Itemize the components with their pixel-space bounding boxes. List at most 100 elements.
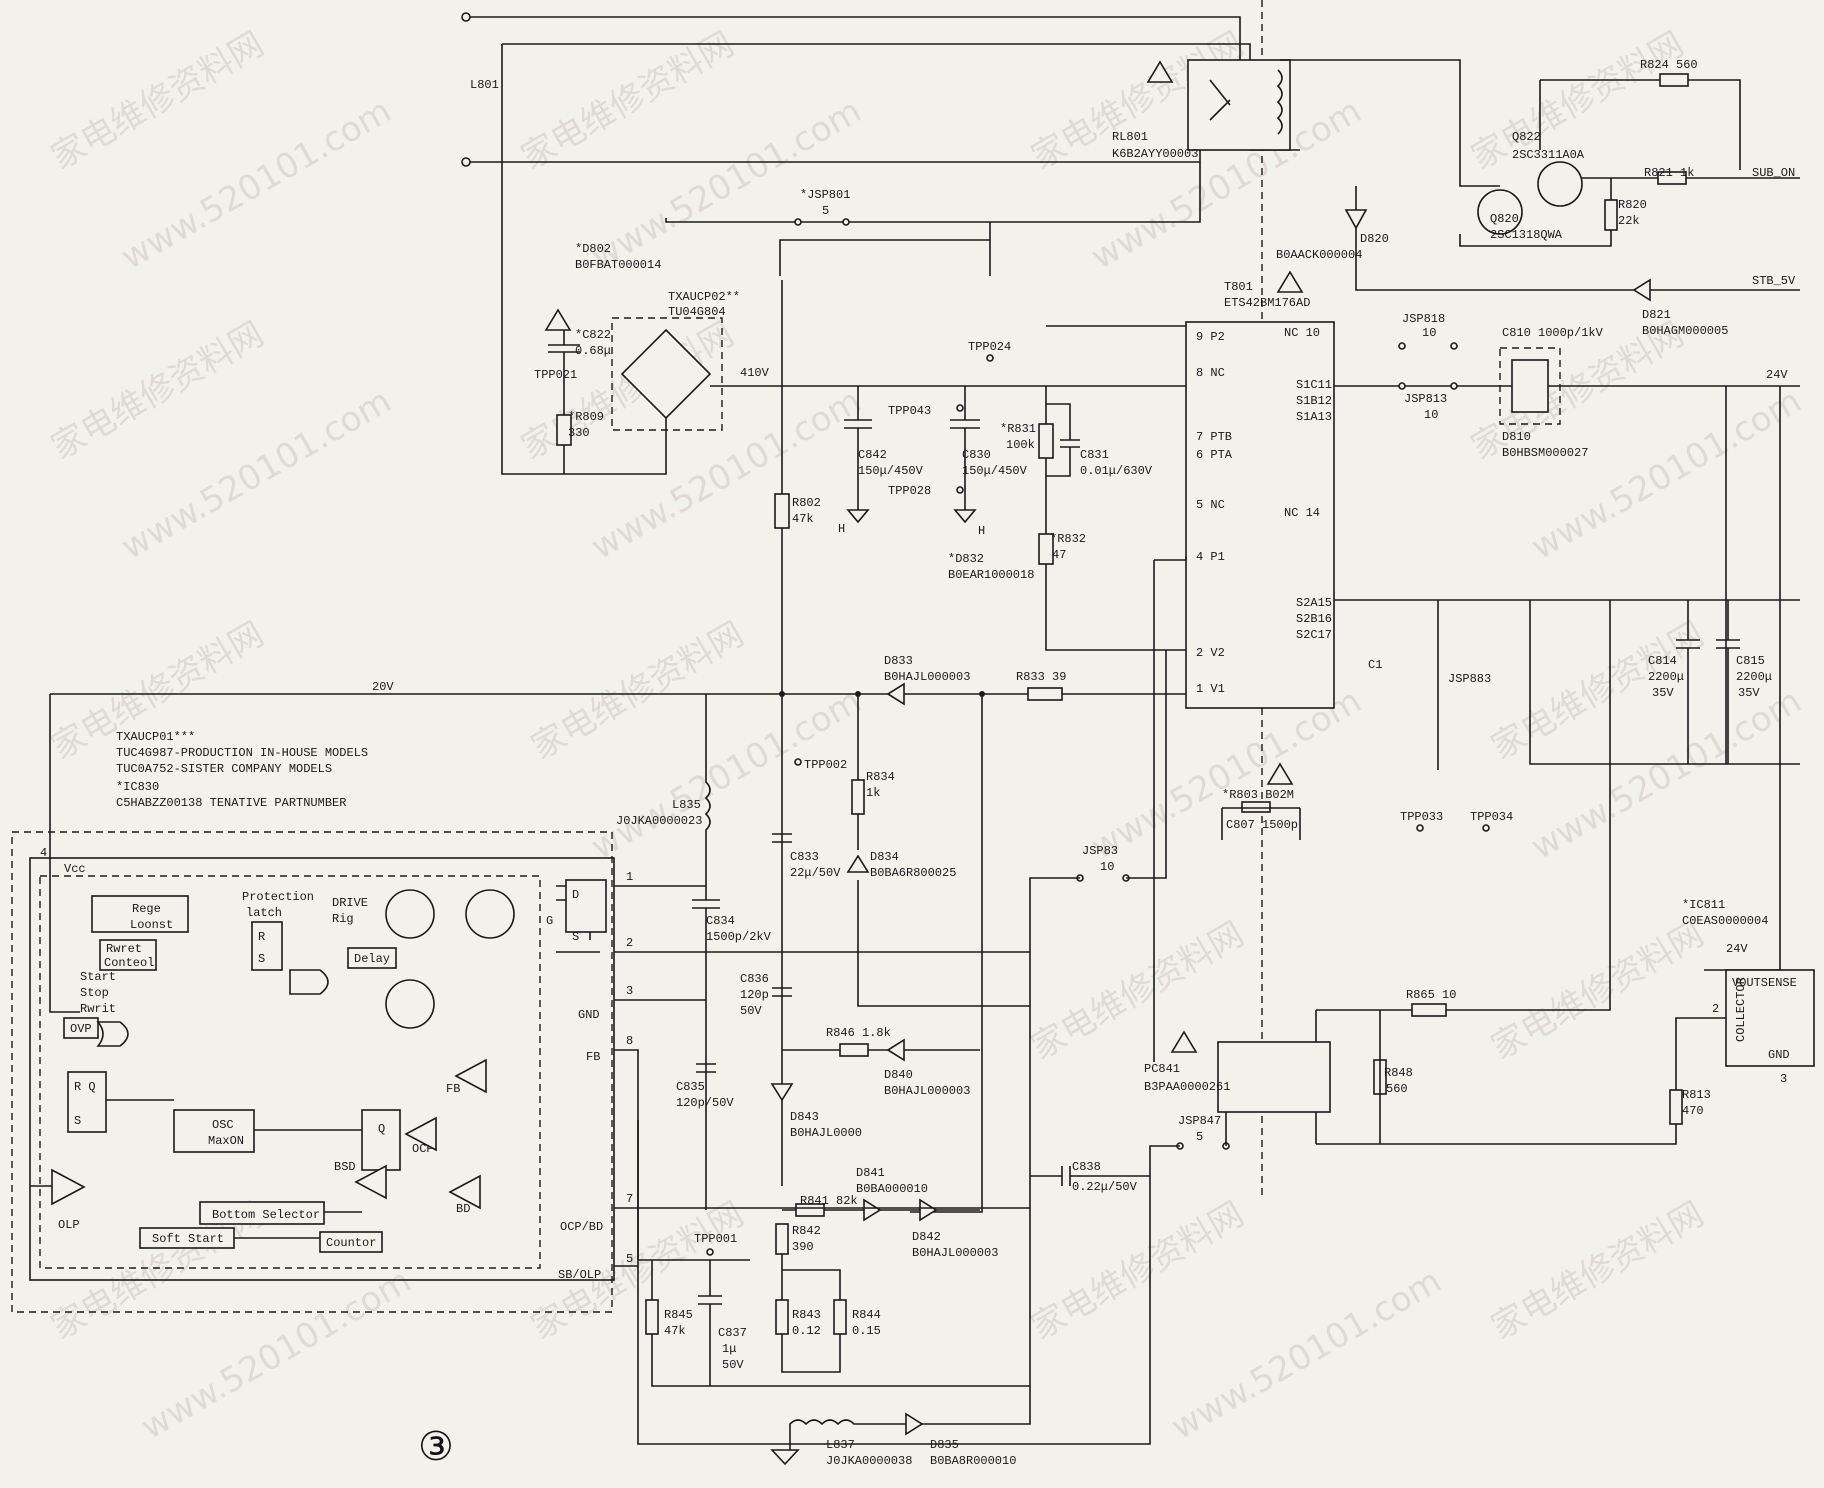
ic-pin3: 3: [626, 984, 633, 998]
d841-label: D841: [856, 1166, 885, 1180]
ic-pin7: 7: [626, 1192, 633, 1206]
c834-value: 1500p/2kV: [706, 930, 772, 944]
ic-block-bottom: [199, 1201, 325, 1225]
r813-label: R813: [1682, 1088, 1711, 1102]
bulk-capacitors: C842 150μ/450V H TPP043 C830 150μ/450V T…: [774, 280, 1186, 1186]
jsp813-value: 10: [1424, 408, 1438, 422]
watermark: 家电维修资料网: [1025, 1194, 1251, 1348]
stb-label: STB_5V: [1752, 274, 1796, 288]
d833-label: D833: [884, 654, 913, 668]
vcc-supply-section: 20V TXAUCP01*** TUC4G987-PRODUCTION IN-H…: [49, 654, 1186, 1468]
d821-label: D821: [1642, 308, 1671, 322]
jsp883-label: JSP883: [1448, 672, 1491, 686]
ic-d: D: [572, 888, 579, 902]
note1: TXAUCP01***: [116, 730, 195, 744]
tpp002-label: TPP002: [804, 758, 847, 772]
ic-rig: Rig: [332, 912, 354, 926]
r821-label: R821 1k: [1644, 166, 1694, 180]
ic-block-counter: [319, 1231, 383, 1253]
d843-label: D843: [790, 1110, 819, 1124]
c815-value: 2200μ: [1736, 670, 1772, 684]
tpp028-label: TPP028: [888, 484, 931, 498]
ic-block-ovp: [63, 1017, 99, 1039]
d833-pn: B0HAJL000003: [884, 670, 970, 684]
r841-label: R841 82k: [800, 1194, 858, 1208]
d820-label: D820: [1360, 232, 1389, 246]
r824-label: R824 560: [1640, 58, 1698, 72]
c836-value: 120p: [740, 988, 769, 1002]
t801-rpin: S1A13: [1296, 410, 1332, 424]
ic-s: S: [74, 1114, 81, 1128]
ic-block-latch: [251, 921, 283, 971]
jsp83-value: 10: [1100, 860, 1114, 874]
watermark: 家电维修资料网: [45, 24, 271, 178]
c831-label: C831: [1080, 448, 1109, 462]
ic-block-sq: [361, 1109, 401, 1171]
t801-rpin: S2A15: [1296, 596, 1332, 610]
d835-label: D835: [930, 1438, 959, 1452]
ic-pin5: 5: [626, 1252, 633, 1266]
bridge-dashed-box: [611, 317, 723, 431]
ic-ovp: OVP: [70, 1022, 92, 1036]
r820-label: R820: [1618, 198, 1647, 212]
d834-pn: B0BA6R800025: [870, 866, 956, 880]
tpp043-label: TPP043: [888, 404, 931, 418]
ic-bsd: BSD: [334, 1160, 356, 1174]
jsp847-label: JSP847: [1178, 1114, 1221, 1128]
d810-label: D810: [1502, 430, 1531, 444]
l835-label: L835: [672, 798, 701, 812]
l801-label: L801: [470, 78, 499, 92]
tpp034-label: TPP034: [1470, 810, 1513, 824]
q820-pn: 2SC1318QWA: [1490, 228, 1563, 242]
t801-pin: 4 P1: [1196, 550, 1225, 564]
vout-label: VOUTSENSE: [1732, 976, 1797, 990]
jsp801-value: 5: [822, 204, 829, 218]
ic-pin1: 1: [626, 870, 633, 884]
t801-pin: 2 V2: [1196, 646, 1225, 660]
c842-value: 150μ/450V: [858, 464, 924, 478]
ic-pin8: 8: [626, 1034, 633, 1048]
h-label: H: [838, 522, 845, 536]
d842-pn: B0HAJL000003: [912, 1246, 998, 1260]
tpp033-label: TPP033: [1400, 810, 1443, 824]
t801-rpin: S2C17: [1296, 628, 1332, 642]
c837-value: 1μ: [722, 1342, 736, 1356]
c833-label: C833: [790, 850, 819, 864]
collector-label: COLLECTOR: [1734, 977, 1748, 1042]
r848-value: 560: [1386, 1082, 1408, 1096]
rl801-pn: K6B2AYY00003: [1112, 147, 1198, 161]
c822-label: *C822: [575, 328, 611, 342]
watermark: 家电维修资料网: [515, 314, 741, 468]
q822-pn: 2SC3311A0A: [1512, 148, 1585, 162]
jsp847-value: 5: [1196, 1130, 1203, 1144]
ic-block-rege: [91, 895, 189, 933]
ic-mosfet: [465, 889, 515, 939]
t801-rpin: NC 14: [1284, 506, 1320, 520]
v24-label: 24V: [1766, 368, 1788, 382]
r802-value: 47k: [792, 512, 814, 526]
l835-pn: J0JKA0000023: [616, 814, 702, 828]
watermark: www.520101.com: [1165, 1261, 1449, 1448]
r809-label: *R809: [568, 410, 604, 424]
c815-label: C815: [1736, 654, 1765, 668]
ic-block-rs: [67, 1071, 107, 1133]
mosfet-switch: [565, 879, 607, 933]
c838-value: 0.22μ/50V: [1072, 1180, 1138, 1194]
d832-label: *D832: [948, 552, 984, 566]
warning-icon: [1146, 60, 1174, 83]
c834-label: C834: [706, 914, 735, 928]
c836-label: C836: [740, 972, 769, 986]
ic830-controller: Vcc 4 1 2 3 8 7 5 GND FB OCP/BD SB/OLP R…: [11, 831, 1030, 1313]
r843-value: 0.12: [792, 1324, 821, 1338]
ic811-24v: 24V: [1726, 942, 1748, 956]
q820-label: Q820: [1490, 212, 1519, 226]
r865-label: R865 10: [1406, 988, 1456, 1002]
t801-rpin: S1B12: [1296, 394, 1332, 408]
tpp021-label: TPP021: [534, 368, 577, 382]
bridge-rectifier: [620, 328, 712, 420]
t801-pin: 8 NC: [1196, 366, 1225, 380]
t801-label: T801: [1224, 280, 1253, 294]
c835-label: C835: [676, 1080, 705, 1094]
ic-soft: Soft Start: [152, 1232, 224, 1246]
c830-value: 150μ/450V: [962, 464, 1028, 478]
